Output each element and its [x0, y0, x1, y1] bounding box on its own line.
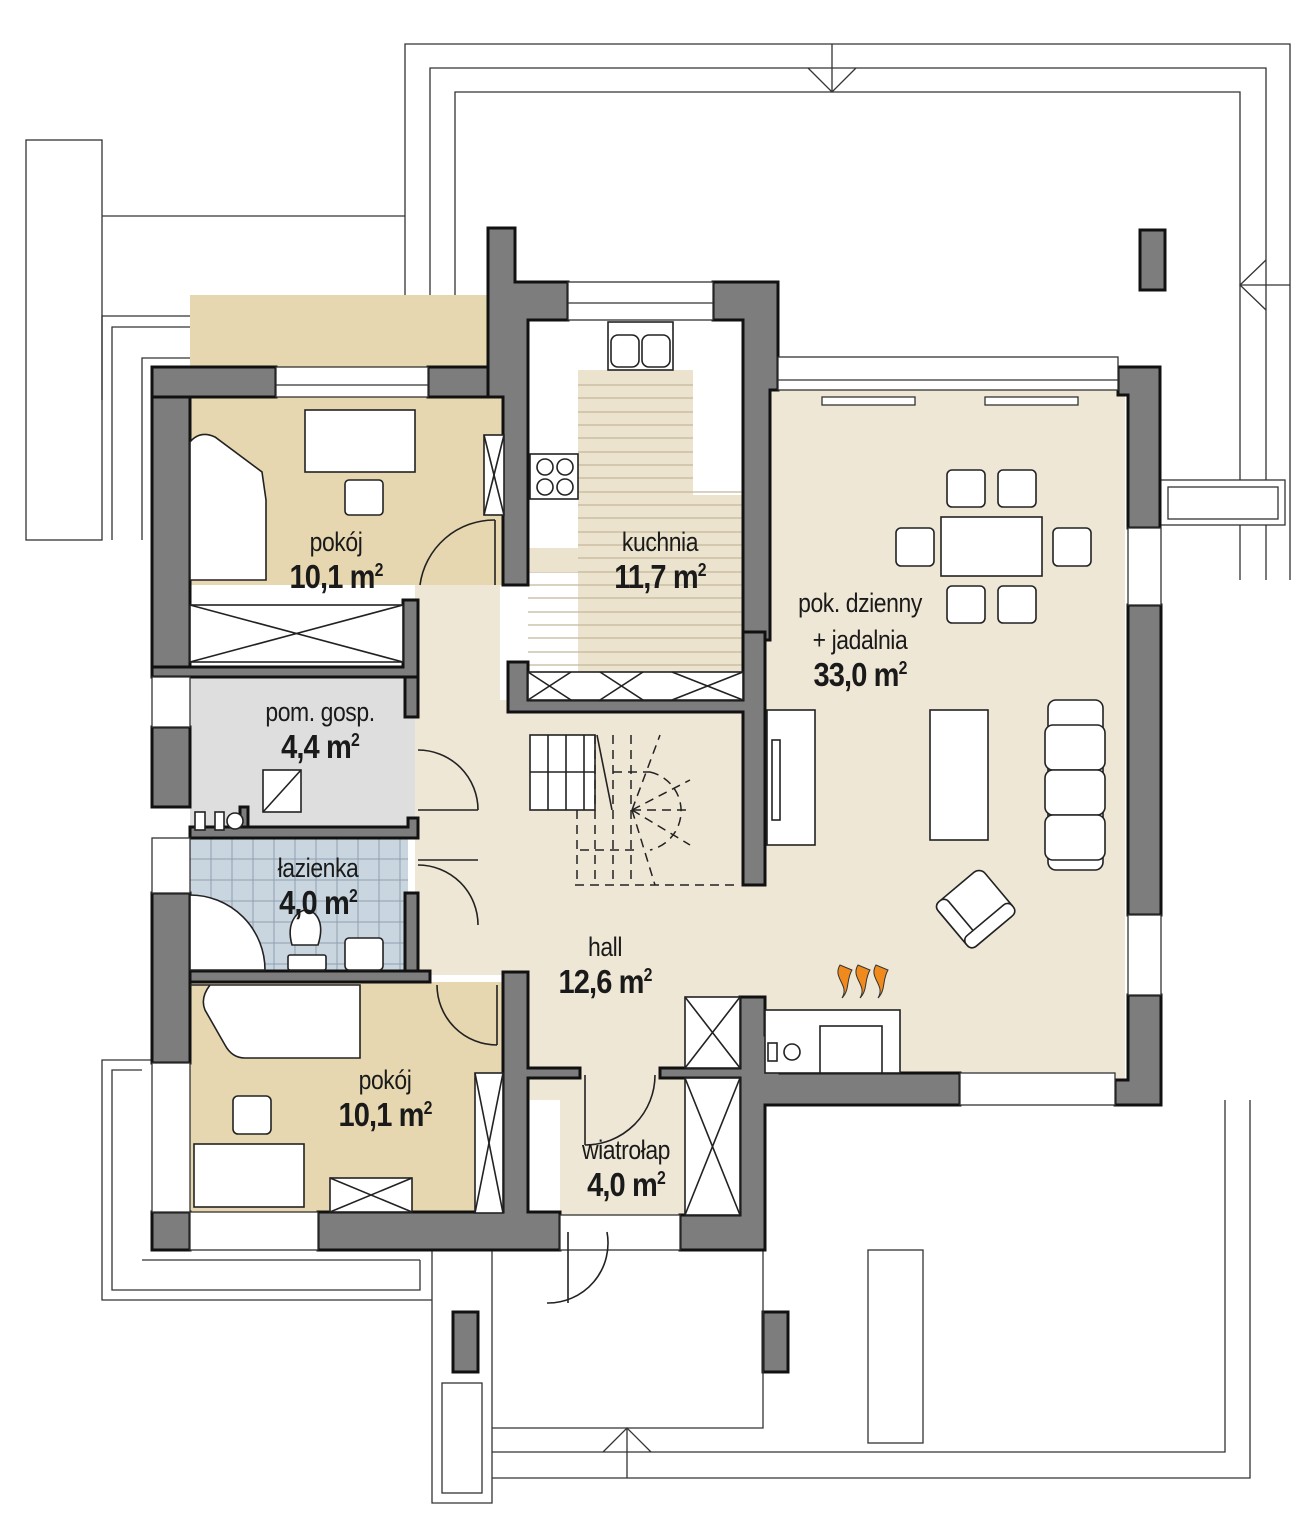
bed-icon [189, 433, 267, 581]
room-area: 4,4 m2 [281, 728, 360, 765]
room-name: pokój [309, 527, 363, 557]
shower-icon [189, 894, 266, 971]
desk-icon [193, 1143, 305, 1208]
chair-icon [232, 1095, 272, 1135]
room-name-2: + jadalnia [812, 625, 908, 655]
room-label-pokoj-2: pokój 10,1 m2 [332, 1065, 438, 1134]
room-label-wiatrolap: wiatrołap 4,0 m2 [574, 1135, 678, 1204]
room-label-kuchnia: kuchnia 11,7 m2 [608, 527, 712, 596]
room-area: 4,0 m2 [279, 884, 358, 921]
chair-icon [344, 479, 384, 516]
desk-icon [304, 409, 416, 473]
room-label-pom-gosp: pom. gosp. 4,4 m2 [256, 697, 385, 766]
room-label-pokoj-dzienny: pok. dzienny + jadalnia 33,0 m2 [787, 588, 933, 694]
room-name: wiatrołap [581, 1135, 671, 1165]
room-area: 4,0 m2 [587, 1166, 666, 1203]
stairs-icon [529, 734, 740, 886]
furniture [189, 321, 1106, 1216]
doors [417, 519, 656, 1304]
room-name: pom. gosp. [265, 697, 375, 727]
windows [151, 281, 1162, 1251]
terrace-bottom [431, 1100, 1251, 1504]
sofa-icon [1044, 699, 1106, 871]
room-label-lazienka: łazienka 4,0 m2 [270, 853, 365, 922]
dining-set-icon [895, 469, 1092, 624]
room-name: pokój [358, 1065, 412, 1095]
terrace-left [101, 1059, 432, 1301]
washbasin-icon [344, 937, 384, 971]
armchair-icon [935, 869, 1016, 949]
room-name: kuchnia [621, 527, 699, 557]
room-name: pok. dzienny [798, 588, 922, 618]
coffee-table-icon [929, 709, 989, 841]
room-area: 10,1 m2 [338, 1096, 432, 1133]
bed-icon [190, 984, 361, 1059]
room-name: hall [587, 932, 623, 962]
room-area: 12,6 m2 [558, 963, 652, 1000]
room-area: 10,1 m2 [289, 558, 383, 595]
room-area: 11,7 m2 [614, 558, 706, 595]
toilet-icon [289, 909, 322, 946]
room-name: łazienka [277, 853, 359, 883]
room-label-pokoj-1: pokój 10,1 m2 [283, 527, 389, 596]
room-area: 33,0 m2 [813, 656, 907, 693]
room-label-hall: hall 12,6 m2 [552, 932, 658, 1001]
fireplace-icon [764, 964, 901, 1074]
